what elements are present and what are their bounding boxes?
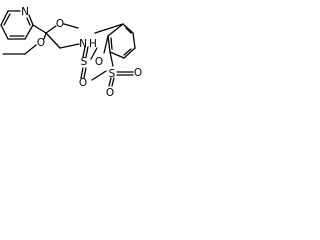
bond xyxy=(94,23,124,34)
bond xyxy=(63,23,79,29)
bond xyxy=(85,46,89,58)
atom-label-sulfonyl-s1-o-bottom: O xyxy=(79,77,87,89)
bond xyxy=(28,14,34,26)
pyridine-ring xyxy=(0,10,34,40)
bond xyxy=(90,47,98,60)
bond xyxy=(0,24,9,40)
methylsulfonyl-group xyxy=(91,51,134,87)
atom-label-pyridine-n: N xyxy=(21,6,29,18)
bond xyxy=(132,32,136,49)
bond xyxy=(125,27,132,34)
sulfonamide-group xyxy=(80,35,109,79)
bond xyxy=(91,70,107,81)
atom-label-sulfonyl-s2-o-right: O xyxy=(106,87,114,99)
atom-label-ether-o-left: O xyxy=(37,37,45,49)
bond xyxy=(109,51,125,59)
atom-label-ether-o-right: O xyxy=(56,18,64,30)
backbone xyxy=(2,23,80,55)
bond xyxy=(123,47,136,59)
bond xyxy=(24,24,34,40)
bond xyxy=(123,48,132,56)
bond xyxy=(111,77,115,87)
bond xyxy=(108,77,112,87)
bond xyxy=(0,10,9,26)
bond xyxy=(3,13,11,26)
bond xyxy=(122,23,134,34)
bond xyxy=(24,44,37,55)
bond xyxy=(110,37,113,50)
bond xyxy=(45,25,57,34)
atom-label-sulfonyl-s1-o-top: O xyxy=(95,56,103,68)
bond xyxy=(82,46,86,58)
atom-label-amide-h: H xyxy=(89,38,97,50)
bond xyxy=(107,35,111,53)
bond xyxy=(103,35,109,54)
benzene-ring xyxy=(94,23,136,59)
molecule-structure-diagram: N O O N H S O O S O O xyxy=(0,6,142,99)
bond xyxy=(109,51,114,67)
atom-label-sulfonyl-s1: S xyxy=(81,56,88,68)
bond xyxy=(107,23,124,37)
bond xyxy=(26,17,31,26)
bond xyxy=(80,67,84,79)
atom-label-sulfonyl-s2: S xyxy=(109,68,116,80)
bond xyxy=(32,24,47,34)
bond xyxy=(45,32,61,49)
bond xyxy=(43,32,47,40)
bond xyxy=(83,67,87,79)
bond xyxy=(59,43,80,49)
atom-label-amide-n: N xyxy=(79,38,87,50)
atom-label-sulfonyl-s2-o-top: O xyxy=(134,67,142,79)
